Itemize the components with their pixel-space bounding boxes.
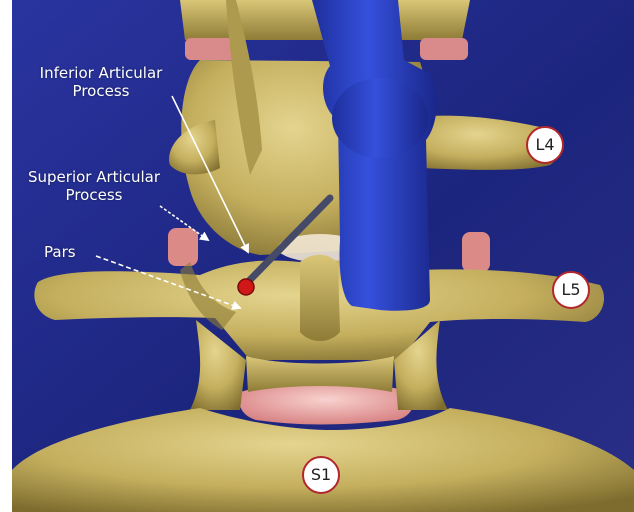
blue-instrument-collar (332, 78, 428, 158)
l5-badge: L5 (552, 271, 590, 309)
superior-articular-line2: Process (14, 186, 174, 204)
l5-spinous-process (300, 255, 340, 341)
inferior-articular-line1: Inferior Articular (26, 64, 176, 82)
inferior-articular-line2: Process (26, 82, 176, 100)
l4-badge: L4 (526, 126, 564, 164)
superior-articular-line1: Superior Articular (14, 168, 174, 186)
left-facet-joint (168, 228, 198, 266)
s1-badge: S1 (302, 456, 340, 494)
pars-label: Pars (44, 243, 76, 261)
left-margin (0, 0, 12, 512)
superior-articular-label: Superior Articular Process (14, 168, 174, 204)
inferior-articular-label: Inferior Articular Process (26, 64, 176, 100)
right-facet-joint (462, 232, 490, 272)
probe-tip (238, 279, 254, 295)
upper-disc-right (420, 38, 468, 60)
